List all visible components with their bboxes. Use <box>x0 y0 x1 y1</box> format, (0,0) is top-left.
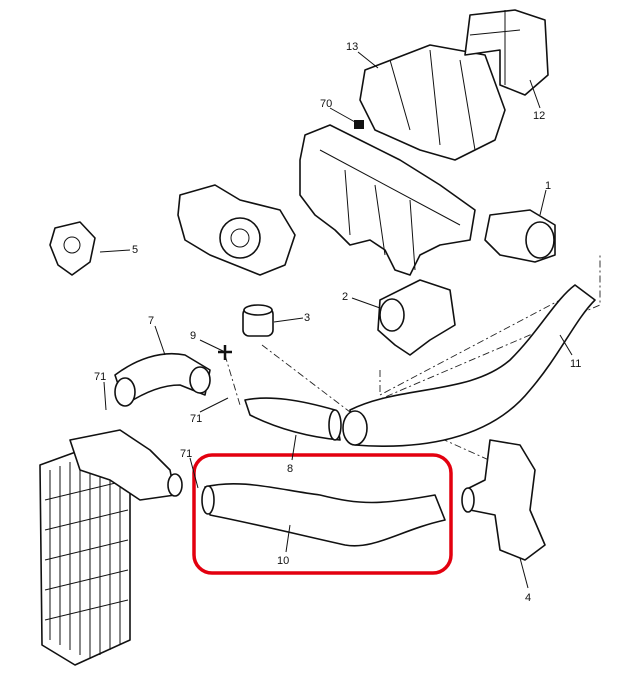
part-4-elbow <box>461 439 546 561</box>
part-intercooler <box>39 429 183 666</box>
part-70-clip <box>354 120 364 129</box>
assembly-line <box>261 255 601 413</box>
highlight-frame <box>192 453 453 575</box>
callout-5: 5 <box>132 244 138 256</box>
callout-2: 2 <box>342 291 348 303</box>
callout-71: 71 <box>190 413 202 425</box>
part-3-sleeve <box>242 304 274 337</box>
callout-71: 71 <box>180 448 192 460</box>
part-1-elbow <box>484 209 556 263</box>
leader-lines <box>99 51 573 589</box>
part-9-fastener <box>218 345 232 360</box>
part-2-throttle-body <box>377 279 456 356</box>
part-5-valve <box>49 221 96 276</box>
part-7-hose <box>114 352 211 407</box>
callout-1: 1 <box>545 180 551 192</box>
assembly-line <box>379 299 561 396</box>
part-intake-manifold <box>299 124 476 276</box>
callout-10: 10 <box>277 555 289 567</box>
part-13-engine-cover <box>359 44 506 161</box>
assembly-line <box>224 354 241 406</box>
part-12-bracket <box>464 9 549 96</box>
part-11-hose <box>342 284 596 447</box>
callout-70: 70 <box>320 98 332 110</box>
callout-13: 13 <box>346 41 358 53</box>
callout-11: 11 <box>570 358 581 370</box>
part-8-hose <box>244 397 342 441</box>
callout-3: 3 <box>304 312 310 324</box>
callout-7: 7 <box>148 315 154 327</box>
part-turbocharger <box>177 184 296 276</box>
callout-9: 9 <box>190 330 196 342</box>
part-10-hose <box>201 482 446 547</box>
callout-12: 12 <box>533 110 545 122</box>
callout-8: 8 <box>287 463 293 475</box>
callout-71: 71 <box>94 371 106 383</box>
callout-4: 4 <box>525 592 531 604</box>
